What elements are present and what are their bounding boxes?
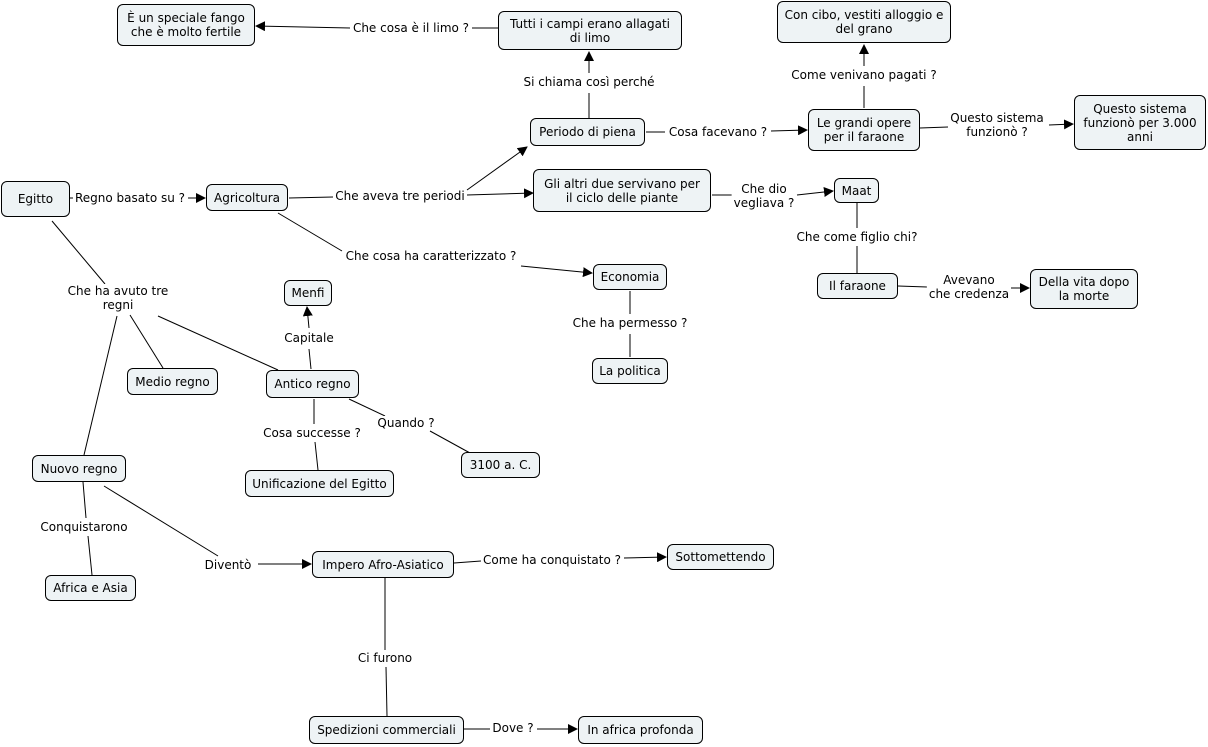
label-caratterizzato: Che cosa ha caratterizzato ? <box>343 249 519 263</box>
edge <box>520 265 593 278</box>
edge <box>82 481 87 519</box>
label-cosa-limo: Che cosa è il limo ? <box>350 21 472 35</box>
node-unificazione[interactable]: Unificazione del Egitto <box>245 470 394 497</box>
edge <box>288 196 334 199</box>
node-sistema[interactable]: Questo sistema funzionò per 3.000 anni <box>1074 95 1206 150</box>
label-cosa-facevano: Cosa facevano ? <box>666 125 770 139</box>
node-impero[interactable]: Impero Afro-Asiatico <box>312 551 454 578</box>
edge <box>897 285 928 288</box>
label-credenza: Avevano che credenza <box>926 273 1012 301</box>
label-dove: Dove ? <box>490 721 536 735</box>
edge <box>429 430 471 454</box>
label-ci-furono: Ci furono <box>355 651 415 665</box>
edge <box>314 441 319 471</box>
node-fango[interactable]: È un speciale fango che è molto fertile <box>117 4 255 46</box>
node-egitto[interactable]: Egitto <box>1 181 70 217</box>
node-africa-profonda[interactable]: In africa profonda <box>578 716 703 744</box>
node-grandi-opere[interactable]: Le grandi opere per il faraone <box>808 109 920 151</box>
edge <box>466 188 534 199</box>
label-che-dio: Che dio vegliava ? <box>731 182 797 210</box>
edge <box>302 306 313 329</box>
edge <box>157 315 279 371</box>
edge <box>129 314 164 369</box>
edge <box>466 146 528 191</box>
node-economia[interactable]: Economia <box>593 264 667 290</box>
label-cosa-successe: Cosa successe ? <box>261 426 363 440</box>
edge <box>277 212 343 252</box>
node-faraone[interactable]: Il faraone <box>817 273 898 299</box>
edge <box>796 187 834 197</box>
label-tre-regni: Che ha avuto tre regni <box>65 284 171 312</box>
node-maat[interactable]: Maat <box>834 178 879 203</box>
edge <box>308 348 312 370</box>
label-figlio-chi: Che come figlio chi? <box>794 230 920 244</box>
node-africa-asia[interactable]: Africa e Asia <box>45 575 136 601</box>
edge <box>919 126 949 129</box>
node-agricoltura[interactable]: Agricoltura <box>206 184 288 211</box>
label-conquistarono: Conquistarono <box>38 520 130 534</box>
node-periodo-di-piena[interactable]: Periodo di piena <box>530 118 645 146</box>
edge <box>453 560 482 564</box>
node-antico-regno[interactable]: Antico regno <box>266 370 359 398</box>
edge <box>87 535 93 576</box>
edge <box>348 398 386 417</box>
node-campi-allagati[interactable]: Tutti i campi erano allagati di limo <box>498 11 682 50</box>
label-divento: Diventò <box>202 558 254 572</box>
edge <box>385 666 388 717</box>
node-sottomettendo[interactable]: Sottomettendo <box>667 544 774 570</box>
label-regno-basato: Regno basato su ? <box>72 191 188 205</box>
node-medio-regno[interactable]: Medio regno <box>127 368 218 395</box>
node-3100-ac[interactable]: 3100 a. C. <box>461 452 540 478</box>
edge <box>623 552 667 563</box>
edge <box>255 21 351 32</box>
label-come-conquistato: Come ha conquistato ? <box>480 553 624 567</box>
label-ha-permesso: Che ha permesso ? <box>570 316 690 330</box>
node-nuovo-regno[interactable]: Nuovo regno <box>32 455 126 482</box>
edge <box>51 220 106 285</box>
node-menfi[interactable]: Menfi <box>284 280 332 306</box>
label-quando: Quando ? <box>375 416 437 430</box>
node-spedizioni[interactable]: Spedizioni commerciali <box>309 716 464 744</box>
node-politica[interactable]: La politica <box>592 358 668 384</box>
label-aveva-tre-periodi: Che aveva tre periodi <box>333 189 467 203</box>
edge <box>770 125 808 136</box>
node-altri-due[interactable]: Gli altri due servivano per il ciclo del… <box>533 169 711 212</box>
label-capitale: Capitale <box>282 331 336 345</box>
label-si-chiama: Si chiama così perché <box>521 75 657 89</box>
node-vita-dopo[interactable]: Della vita dopo la morte <box>1030 269 1138 309</box>
edge <box>1048 119 1074 130</box>
edge <box>83 315 118 456</box>
label-sistema-funziono: Questo sistema funzionò ? <box>948 111 1046 139</box>
label-come-pagati: Come venivano pagati ? <box>789 68 939 82</box>
edge <box>103 485 219 557</box>
node-con-cibo[interactable]: Con cibo, vestiti alloggio e del grano <box>777 1 951 43</box>
